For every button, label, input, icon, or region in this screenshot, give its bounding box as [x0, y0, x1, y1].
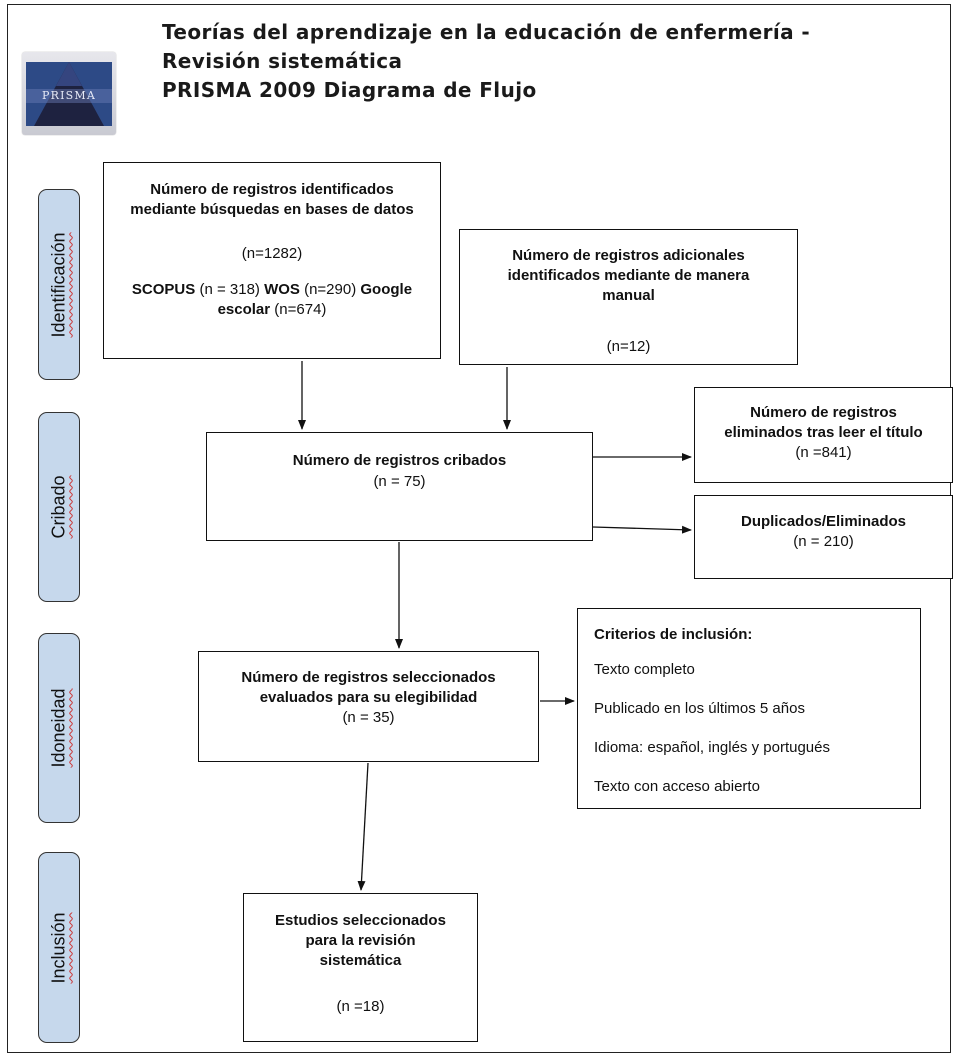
wos-count: (n=290) — [299, 281, 361, 298]
stage-identificacion: Identificación — [38, 189, 80, 380]
included-line-3: sistemática — [319, 952, 402, 969]
stage-cribado: Cribado — [38, 412, 80, 602]
criteria-item: Texto con acceso abierto — [594, 778, 760, 795]
removed-title-count: (n =841) — [795, 444, 852, 461]
box-included-studies: Estudios seleccionados para la revisión … — [243, 893, 478, 1042]
identified-line-1: Número de registros identificados — [150, 181, 394, 198]
box-eligibility: Número de registros seleccionados evalua… — [198, 651, 539, 762]
eligibility-line-1: Número de registros seleccionados — [241, 669, 496, 686]
included-count: (n =18) — [336, 998, 385, 1015]
arrow-eligibility-to-included — [357, 762, 369, 891]
screened-count: (n = 75) — [373, 473, 426, 490]
page-title: Teorías del aprendizaje en la educación … — [162, 18, 810, 105]
included-line-2: para la revisión — [305, 932, 416, 949]
google-label-1: Google — [360, 281, 413, 298]
additional-line-3: manual — [602, 287, 655, 304]
included-line-1: Estudios seleccionados — [275, 912, 446, 929]
title-line-3: PRISMA 2009 Diagrama de Flujo — [162, 78, 537, 102]
eligibility-count: (n = 35) — [342, 709, 395, 726]
logo-text: PRISMA — [42, 89, 96, 102]
title-line-1: Teorías del aprendizaje en la educación … — [162, 20, 811, 44]
arrow-screened-to-duplicates — [592, 525, 692, 534]
box-inclusion-criteria: Criterios de inclusión: Texto completo P… — [577, 608, 921, 809]
prisma-logo: PRISMA — [22, 52, 116, 135]
criteria-item: Idioma: español, inglés y portugués — [594, 739, 830, 756]
google-label-2: escolar — [217, 301, 271, 318]
box-additional-records: Número de registros adicionales identifi… — [459, 229, 798, 365]
additional-count: (n=12) — [606, 338, 651, 355]
additional-line-2: identificados mediante de manera — [507, 267, 750, 284]
criteria-item: Publicado en los últimos 5 años — [594, 700, 805, 717]
title-line-2: Revisión sistemática — [162, 49, 403, 73]
box-duplicates: Duplicados/Eliminados (n = 210) — [694, 495, 953, 579]
removed-title-line-1: Número de registros — [750, 404, 897, 421]
identified-count: (n=1282) — [241, 245, 303, 262]
additional-line-1: Número de registros adicionales — [512, 247, 745, 264]
box-removed-after-title: Número de registros eliminados tras leer… — [694, 387, 953, 483]
removed-title-line-2: eliminados tras leer el título — [724, 424, 923, 441]
criteria-item: Texto completo — [594, 661, 695, 678]
duplicates-count: (n = 210) — [793, 533, 854, 550]
box-screened-records: Número de registros cribados (n = 75) — [206, 432, 593, 541]
box-identified-records: Número de registros identificados median… — [103, 162, 441, 359]
criteria-heading: Criterios de inclusión: — [594, 626, 753, 643]
google-count: (n=674) — [270, 301, 327, 318]
stage-idoneidad: Idoneidad — [38, 633, 80, 823]
screened-line-1: Número de registros cribados — [292, 452, 507, 469]
scopus-count: (n = 318) — [195, 281, 265, 298]
wos-label: WOS — [264, 281, 300, 298]
identified-line-2: mediante búsquedas en bases de datos — [130, 201, 414, 218]
scopus-label: SCOPUS — [131, 281, 196, 298]
eligibility-line-2: evaluados para su elegibilidad — [259, 689, 478, 706]
duplicates-line-1: Duplicados/Eliminados — [740, 513, 907, 530]
stage-inclusion: Inclusión — [38, 852, 80, 1043]
